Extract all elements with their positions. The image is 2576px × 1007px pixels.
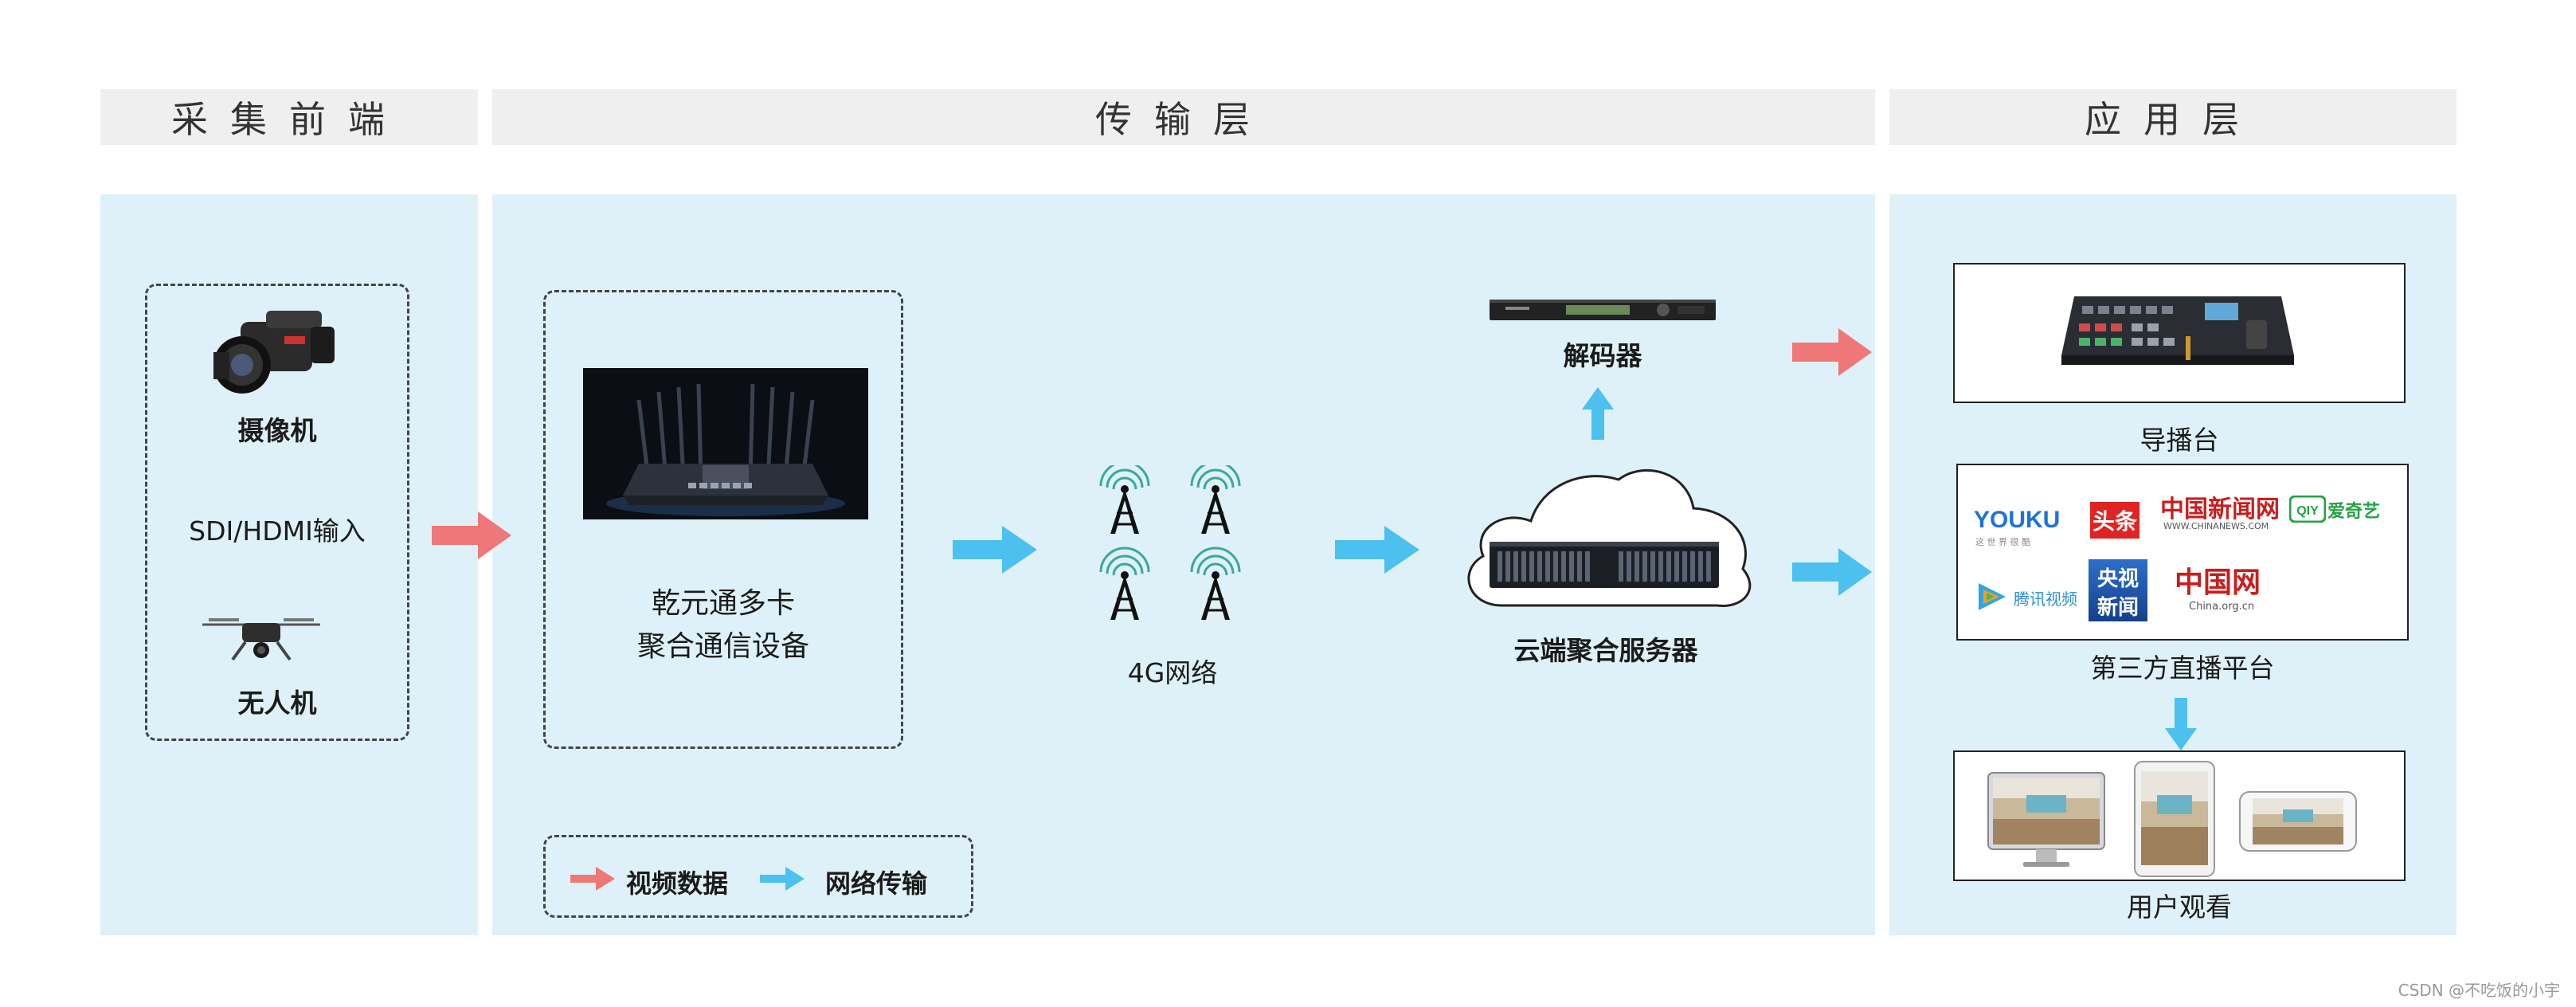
- youku-logo: YOUKU: [1974, 507, 2061, 533]
- 4g-tower-icon: [1099, 465, 1241, 621]
- capture-group: [145, 284, 409, 741]
- watermark: CSDN @不吃饭的小宇: [2398, 981, 2560, 1000]
- iqiyi-icon: QIY: [2289, 496, 2326, 523]
- china-cn-sub: China.org.cn: [2189, 601, 2255, 613]
- legend-video-arrow: [570, 867, 615, 891]
- network-arrow-up: [1582, 387, 1614, 440]
- users-box: [1953, 750, 2406, 881]
- chinanews-logo: 中国新闻网: [2160, 496, 2280, 523]
- phone-image: [2239, 791, 2357, 852]
- svg-text:QIY: QIY: [2296, 504, 2319, 518]
- users-label: 用户观看: [2127, 891, 2232, 923]
- platform-box: YOUKU 这 世 界 很 酷 头条 中国新闻网 WWW.CHINANEWS.C…: [1956, 464, 2409, 641]
- tablet-image: [2134, 761, 2215, 877]
- network-arrow-down: [2165, 698, 2197, 750]
- network-arrow-3: [1792, 548, 1872, 596]
- cctv-news-line1: 央视: [2096, 567, 2139, 591]
- desktop-monitor-image: [1987, 772, 2105, 867]
- legend: [543, 835, 973, 918]
- header-application: 应用层: [1889, 89, 2457, 145]
- iqiyi-logo: 爱奇艺: [2327, 502, 2381, 522]
- chinanews-sub: WWW.CHINANEWS.COM: [2163, 521, 2269, 531]
- cloud-server-label: 云端聚合服务器: [1513, 635, 1698, 666]
- legend-network-arrow: [760, 867, 805, 891]
- cctv-news-line2: 新闻: [2096, 596, 2139, 620]
- camera-icon: [213, 311, 335, 394]
- legend-network-label: 网络传输: [825, 868, 928, 899]
- aggregation-device-image: [583, 368, 868, 519]
- device-label-line2: 聚合通信设备: [636, 630, 809, 663]
- video-arrow-2: [1792, 328, 1872, 376]
- 4g-network-label: 4G网络: [1127, 657, 1218, 688]
- youku-sub: 这 世 界 很 酷: [1975, 537, 2030, 547]
- video-arrow-1: [432, 511, 511, 559]
- director-console-image: [2061, 296, 2294, 365]
- director-console-box: [1953, 263, 2406, 403]
- input-label: SDI/HDMI输入: [189, 515, 366, 547]
- header-capture: 采集前端: [100, 89, 478, 145]
- network-arrow-2: [1335, 526, 1419, 574]
- network-arrow-1: [953, 526, 1037, 574]
- cloud-server-icon: [1467, 468, 1752, 607]
- decoder-label: 解码器: [1563, 340, 1642, 371]
- tencent-video-icon: [1979, 583, 2006, 610]
- director-label: 导播台: [2139, 425, 2219, 456]
- decoder-image: [1490, 300, 1716, 320]
- header-transport: 传输层: [492, 89, 1875, 145]
- legend-video-label: 视频数据: [626, 868, 729, 899]
- china-cn-logo: 中国网: [2175, 566, 2261, 599]
- tencent-video-logo: 腾讯视频: [2014, 590, 2077, 609]
- drone-label: 无人机: [237, 688, 317, 719]
- drone-icon: [202, 618, 320, 661]
- device-group: [543, 290, 903, 749]
- cctv-news-logo: 央视 新闻: [2089, 559, 2147, 621]
- platform-label: 第三方直播平台: [2090, 652, 2275, 684]
- camera-label: 摄像机: [237, 415, 317, 446]
- toutiao-logo: 头条: [2090, 502, 2139, 539]
- device-label-line1: 乾元通多卡: [651, 587, 795, 620]
